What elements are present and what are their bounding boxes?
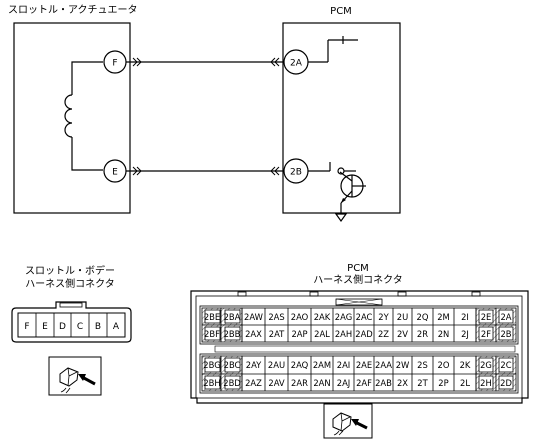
pcm-pin: 2AK [314,312,331,322]
pcm-pin: 2W [396,360,410,370]
pcm-pin: 2H [480,378,492,388]
pcm-pin: 2Q [417,312,429,322]
pcm-pin: 2BG [203,360,220,370]
pcm-pin: 2F [481,329,491,339]
terminal-f-label: F [112,59,117,69]
pcm-pin: 2J [461,329,469,339]
throttle-connector-pins: F E D C B A [24,313,120,337]
pcm-pin: 2K [460,360,471,370]
pcm-pin: 2R [417,329,428,339]
pcm-pin: 2Z [378,329,389,339]
pcm-terminal-2b-label: 2B [290,168,302,178]
pcm-pin: 2D [500,378,512,388]
pcm-pin: 2I [461,312,469,322]
pcm-pin: 2AA [375,360,392,370]
pcm-pin: 2U [397,312,408,322]
pcm-pin: 2AT [269,329,285,339]
pcm-connector-title-2: ハーネス側コネクタ [313,273,403,286]
pcm-upper-block [201,307,517,343]
pcm-pin: 2AF [356,378,372,388]
motor-coil [64,61,103,171]
tb-pin-c: C [77,322,83,332]
pcm-pin: 2Y [378,312,389,322]
pcm-pin: 2BC [224,360,241,370]
tb-pin-f: F [24,322,29,332]
pcm-pin: 2A [500,312,511,322]
pcm-pin: 2BD [223,378,241,388]
pcm-pin: 2O [438,360,450,370]
pcm-pin: 2AN [313,378,330,388]
plug-view-icon-left [48,356,102,396]
pcm-supply-circuit [308,36,358,63]
pcm-pin: 2M [437,312,450,322]
throttle-connector-title-2: ハーネス側コネクタ [25,277,115,290]
pcm-pin: 2AG [335,312,352,322]
pcm-pin: 2AO [291,312,309,322]
signal-wires [126,61,284,172]
plug-view-icon-pcm [323,403,373,439]
pcm-pin: 2BF [204,329,220,339]
pcm-pin: 2BH [203,378,220,388]
throttle-actuator-label: スロットル・アクチュエータ [8,4,138,16]
pcm-pin: 2AL [314,329,330,339]
pcm-pin: 2S [417,360,428,370]
pcm-pin: 2AM [313,360,331,370]
pcm-pin: 2P [438,378,448,388]
pcm-pin: 2AI [337,360,351,370]
pcm-pins-lower-row-1: 2BG 2BC 2AY 2AU 2AQ 2AM 2AI 2AE 2AA 2W 2… [203,360,511,370]
pcm-pin: 2AH [335,329,352,339]
pcm-pin: 2AD [355,329,373,339]
pcm-pin: 2AQ [291,360,309,370]
pcm-transistor-circuit [308,162,366,223]
pcm-pin: 2AP [291,329,307,339]
pcm-pin: 2X [397,378,408,388]
throttle-connector-title-1: スロットル・ボデー [25,264,115,277]
tb-pin-e: E [42,322,48,332]
tb-pin-a: A [113,322,120,332]
pcm-pin: 2AZ [245,378,262,388]
pcm-pin: 2AR [291,378,308,388]
pcm-pin: 2AU [268,360,285,370]
pcm-pin: 2BA [224,312,241,322]
tb-pin-b: B [95,322,101,332]
pcm-pin: 2AS [268,312,284,322]
pcm-pin: 2T [417,378,428,388]
pcm-pin: 2AE [356,360,372,370]
pcm-pin: 2B [500,329,511,339]
pcm-terminal-2a-label: 2A [290,59,303,69]
pcm-pin: 2G [480,360,492,370]
pcm-pin: 2AX [245,329,262,339]
pcm-pin: 2C [500,360,511,370]
pcm-label: PCM [330,6,352,17]
connector-marks [132,57,280,176]
tb-pin-d: D [59,322,66,332]
pcm-pin: 2AJ [337,378,351,388]
pcm-pin: 2AV [268,378,285,388]
pcm-pin: 2AW [244,312,263,322]
pcm-pin: 2AB [375,378,392,388]
pcm-pin: 2BE [204,312,220,322]
terminal-e-label: E [112,168,118,178]
pcm-lower-block [201,355,517,392]
pcm-pins-upper-row-1: 2BE 2BA 2AW 2AS 2AO 2AK 2AG 2AC 2Y 2U 2Q… [204,312,512,322]
pcm-pin: 2AY [246,360,262,370]
pcm-pin: 2V [397,329,408,339]
throttle-actuator-box [13,22,131,214]
pcm-connector-title-1: PCM [347,263,369,274]
pcm-pin: 2L [460,378,470,388]
pcm-pin: 2BB [224,329,241,339]
pcm-pins-lower-row-2: 2BH 2BD 2AZ 2AV 2AR 2AN 2AJ 2AF 2AB 2X 2… [203,378,512,388]
pcm-pin: 2N [438,329,450,339]
emitter-arrow [341,198,346,203]
pcm-pin: 2AC [356,312,373,322]
pcm-pins-upper-row-2: 2BF 2BB 2AX 2AT 2AP 2AL 2AH 2AD 2Z 2V 2R… [204,329,512,339]
pcm-connector-housing [190,290,529,404]
pcm-pin: 2E [481,312,492,322]
